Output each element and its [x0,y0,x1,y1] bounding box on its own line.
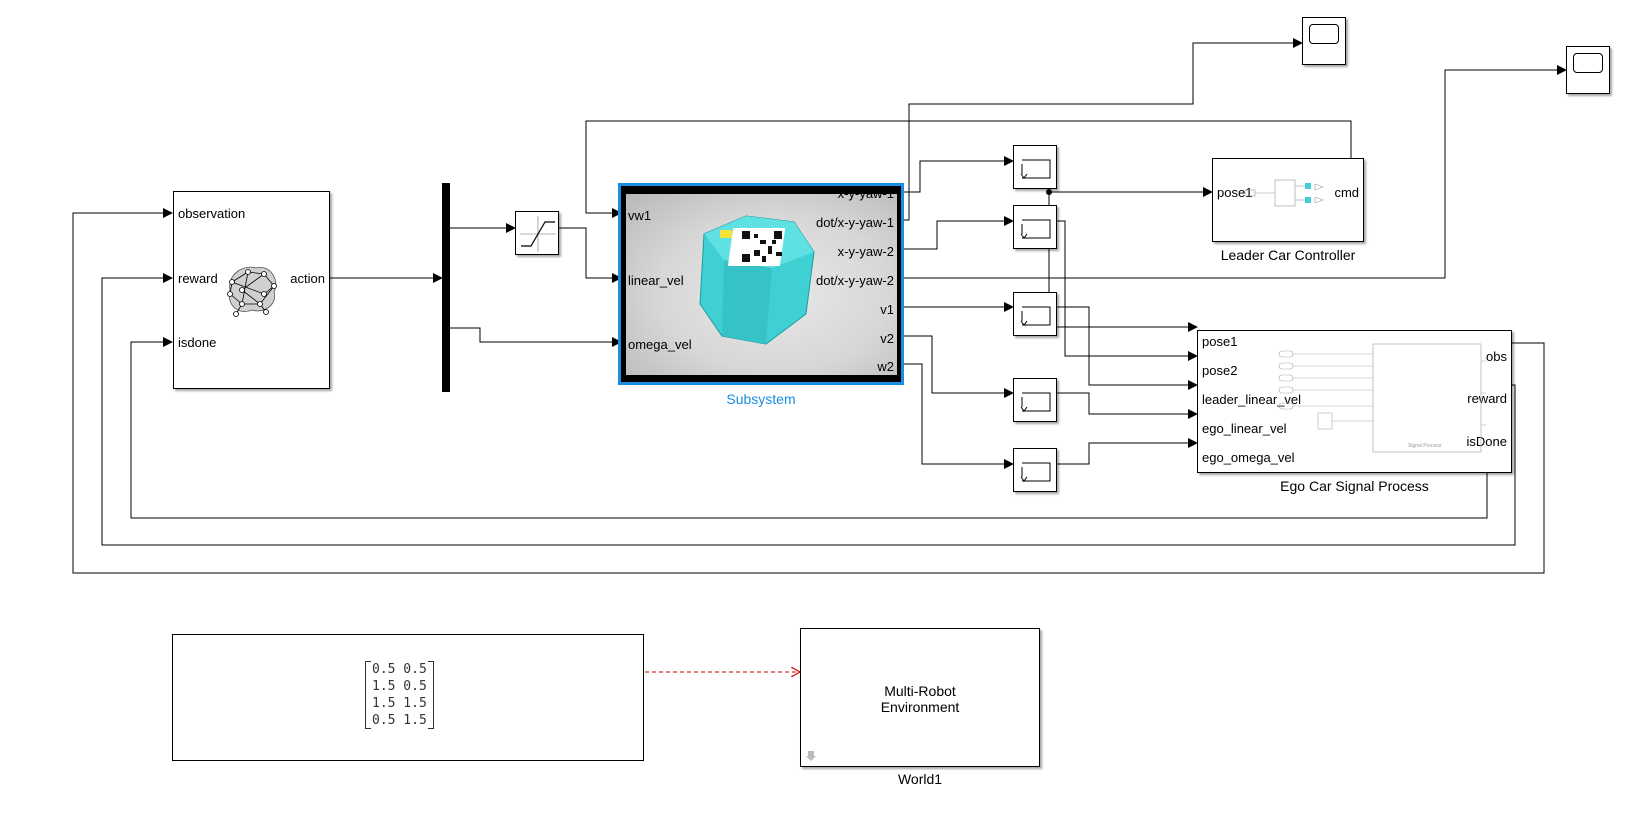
port-v1: v1 [880,302,894,317]
scope-block-1[interactable] [1302,17,1346,65]
matrix-row: 0.5 0.5 [372,662,427,677]
ego-car-signal-process-label: Ego Car Signal Process [1280,478,1429,494]
port-v2: v2 [880,331,894,346]
constant-matrix-block[interactable]: 0.5 0.5 1.5 0.5 1.5 1.5 0.5 1.5 [172,634,644,761]
port-ego-omega-vel: ego_omega_vel [1202,450,1295,465]
controller-preview-icon [1244,179,1324,207]
port-dot-x-y-yaw-1: dot/x-y-yaw-1 [815,215,894,230]
port-isdone-out: isDone [1466,434,1507,449]
memory-block-5[interactable] [1013,448,1057,492]
memory-icon [1020,462,1051,482]
port-observation: observation [178,206,246,221]
subsystem-label: Subsystem [726,391,796,407]
world-block-text: Multi-Robot Environment [801,683,1039,715]
port-pose1: pose1 [1217,185,1253,200]
port-vw1: vw1 [628,208,652,223]
demux-block[interactable] [442,183,450,392]
rl-agent-block[interactable]: observation reward isdone action [173,191,330,389]
port-cmd: cmd [1334,185,1359,200]
port-x-y-yaw-1: x-y-yaw-1 [837,186,894,201]
matrix-row: 0.5 1.5 [372,713,427,728]
port-reward: reward [178,271,218,286]
saturation-block[interactable] [515,211,559,255]
port-omega-vel: omega_vel [628,337,692,352]
subsystem-block[interactable]: vw1 linear_vel omega_vel x-y-yaw-1 dot/x… [618,183,904,385]
scope-screen-icon [1309,24,1339,44]
leader-car-controller-block[interactable]: pose1 cmd [1212,158,1364,242]
memory-icon [1020,306,1051,326]
memory-icon [1020,219,1051,239]
saturation-icon [520,216,556,252]
neural-network-icon [227,266,277,317]
world-block-label: World1 [897,771,943,787]
port-leader-linear-vel: leader_linear_vel [1202,392,1302,407]
memory-block-2[interactable] [1013,205,1057,249]
memory-block-3[interactable] [1013,292,1057,336]
robot-image [626,194,897,375]
matrix-row: 1.5 1.5 [372,696,427,711]
matrix-values: 0.5 0.5 1.5 0.5 1.5 1.5 0.5 1.5 [365,661,434,729]
port-action: action [290,271,325,286]
svg-text:Signal Process: Signal Process [1408,443,1442,449]
world-line-2: Environment [880,699,960,715]
port-ego-pose1: pose1 [1202,334,1238,349]
down-arrow-icon [806,751,816,761]
memory-icon [1020,392,1051,412]
ego-car-signal-process-block[interactable]: pose1 pose2 leader_linear_vel ego_linear… [1197,330,1512,473]
robot-with-qr-code-icon [699,215,815,345]
port-reward-out: reward [1467,391,1507,406]
signal-process-preview-icon: Signal Process [1278,343,1486,453]
leader-car-controller-label: Leader Car Controller [1220,247,1356,263]
memory-icon [1020,159,1051,179]
port-ego-linear-vel: ego_linear_vel [1202,421,1287,436]
port-x-y-yaw-2: x-y-yaw-2 [837,244,894,259]
matrix-row: 1.5 0.5 [372,679,427,694]
port-isdone: isdone [178,335,217,350]
port-linear-vel: linear_vel [628,273,684,288]
port-ego-pose2: pose2 [1202,363,1238,378]
port-obs: obs [1486,349,1507,364]
world-block[interactable]: Multi-Robot Environment [800,628,1040,767]
world-line-1: Multi-Robot [884,683,956,699]
scope-screen-icon [1573,53,1603,73]
port-w2: w2 [877,359,894,374]
scope-block-2[interactable] [1566,46,1610,94]
memory-block-1[interactable] [1013,145,1057,189]
memory-block-4[interactable] [1013,378,1057,422]
port-dot-x-y-yaw-2: dot/x-y-yaw-2 [815,273,894,288]
